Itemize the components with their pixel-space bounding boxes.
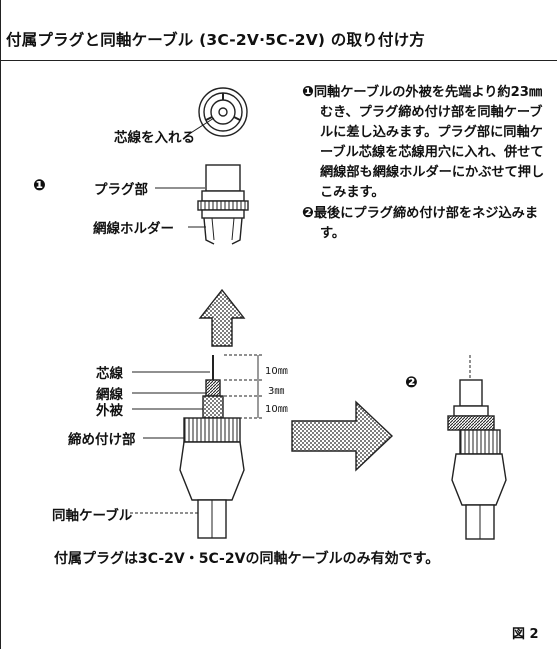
label-core: 芯線 bbox=[96, 366, 123, 382]
compatibility-note: 付属プラグは3C-2V・5C-2Vの同軸ケーブルのみ有効です。 bbox=[54, 551, 440, 567]
figure-label: 図 2 bbox=[512, 627, 539, 642]
step-2-text: 最後にプラグ締め付け部をネジ込みます。 bbox=[313, 206, 539, 241]
label-clamp: 締め付け部 bbox=[68, 432, 136, 448]
up-arrow-icon bbox=[198, 288, 246, 347]
top-diagram-marker: ❶ bbox=[33, 176, 46, 194]
label-braid: 網線 bbox=[96, 387, 123, 403]
dim-core-length: 10㎜ bbox=[265, 366, 288, 377]
plug-face-view bbox=[185, 87, 248, 137]
label-cable: 同軸ケーブル bbox=[52, 508, 133, 524]
instruction-step-2: ❷最後にプラグ締め付け部をネジ込みます。 bbox=[302, 203, 554, 244]
page-title: 付属プラグと同軸ケーブル (3C-2V·5C-2V) の取り付け方 bbox=[6, 31, 425, 49]
dim-jacket-length: 10㎜ bbox=[265, 404, 288, 415]
right-arrow-icon bbox=[291, 400, 394, 472]
label-plug: プラグ部 bbox=[94, 182, 148, 198]
plug-body-drawing bbox=[155, 164, 249, 245]
title-divider bbox=[0, 60, 557, 61]
cable-with-clamp-drawing bbox=[130, 354, 262, 539]
label-jacket: 外被 bbox=[96, 403, 123, 419]
assembled-marker: ❷ bbox=[405, 373, 418, 391]
instruction-step-1: ❶同軸ケーブルの外被を先端より約23㎜むき、プラグ締め付け部を同軸ケーブルに差し… bbox=[302, 82, 554, 203]
assembled-plug-drawing bbox=[447, 355, 507, 540]
step-1-marker: ❶ bbox=[302, 84, 314, 100]
label-braid-holder: 網線ホルダー bbox=[93, 221, 174, 237]
instructions: ❶同軸ケーブルの外被を先端より約23㎜むき、プラグ締め付け部を同軸ケーブルに差し… bbox=[302, 82, 554, 244]
dim-braid-length: 3㎜ bbox=[268, 386, 285, 397]
step-1-text: 同軸ケーブルの外被を先端より約23㎜むき、プラグ締め付け部を同軸ケーブルに差し込… bbox=[313, 85, 545, 200]
step-2-marker: ❷ bbox=[302, 205, 314, 221]
label-core-insert: 芯線を入れる bbox=[114, 130, 195, 146]
